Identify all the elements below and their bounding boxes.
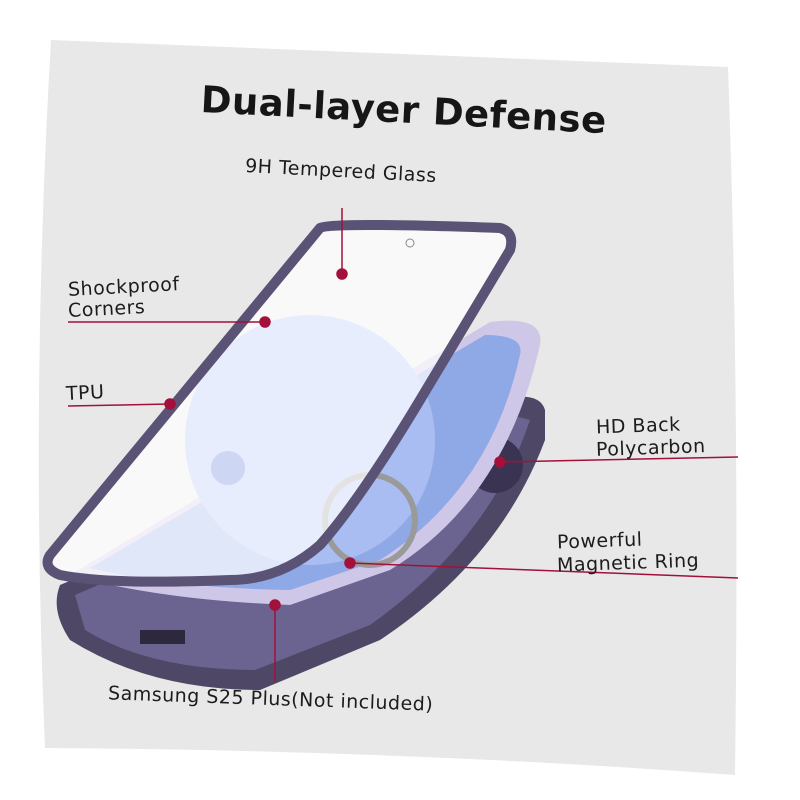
label-polycarbon: Polycarbon [595,435,706,461]
label-tpu: TPU [65,381,106,405]
label-powerful: Powerful [556,528,643,554]
label-hd-back: HD Back [595,413,681,439]
camera-hole [405,238,415,248]
pointer-lines [67,208,739,682]
tempered-glass-frame [42,220,517,587]
port-cutout [140,630,185,644]
label-corners: Corners [67,295,146,323]
